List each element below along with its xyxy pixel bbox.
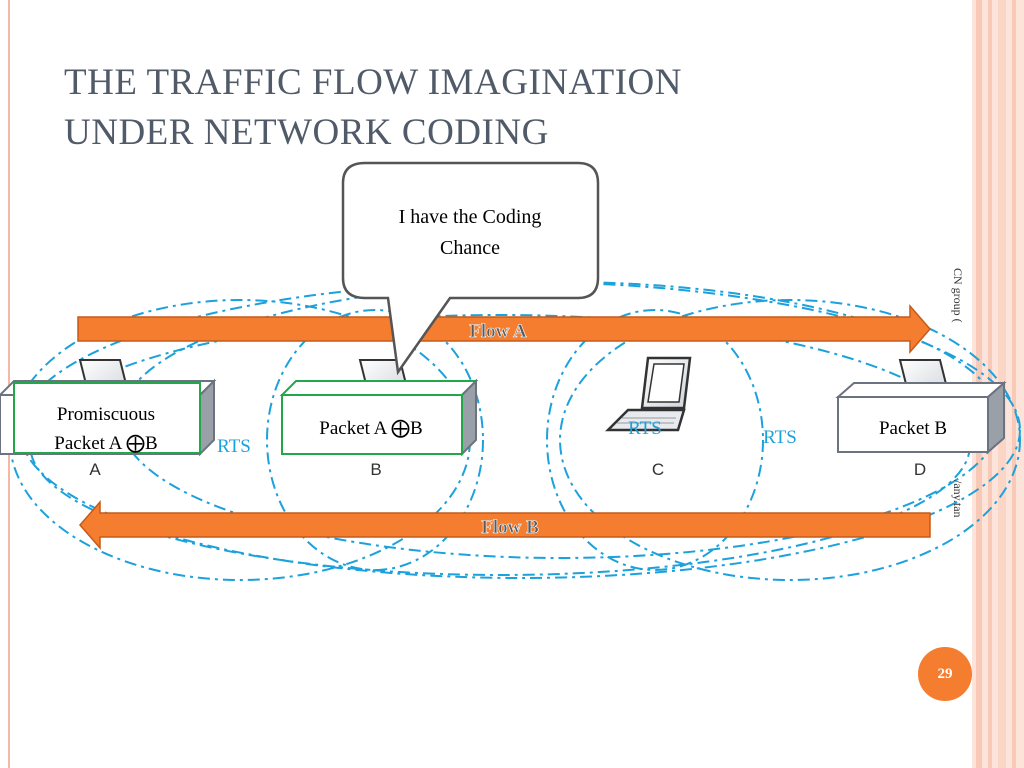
left-border-line	[8, 0, 10, 768]
callout-text-line1: I have the Coding	[399, 206, 542, 228]
laptop-c	[604, 356, 692, 432]
title-line-2: UNDER NETWORK CODING	[64, 112, 549, 153]
packet-b-text: Packet A ⨁B	[319, 418, 422, 439]
speech-callout	[341, 161, 600, 376]
packet-box-b	[279, 378, 479, 457]
packet-d-text: Packet B	[879, 418, 947, 439]
node-label-c: C	[652, 460, 664, 479]
side-text-top: CN group (	[951, 268, 965, 323]
flow-b-label: Flow B	[481, 517, 539, 538]
rts-label-near-a: RTS	[217, 436, 251, 457]
range-ellipse-b	[266, 309, 484, 571]
flow-a-arrow	[77, 303, 931, 355]
packet-a-text-line2: Packet A ⨁B	[54, 433, 157, 454]
rts-label-at-c: RTS	[628, 418, 662, 439]
node-label-d: D	[914, 460, 926, 479]
callout-text-line2: Chance	[440, 237, 500, 259]
side-text-bottom: /any.tan	[951, 480, 965, 518]
rts-label-near-d: RTS	[763, 427, 797, 448]
slide-title: THE TRAFFIC FLOW IMAGINATION UNDER NETWO…	[64, 58, 824, 158]
flow-b-arrow	[79, 499, 931, 551]
node-label-a: A	[89, 460, 101, 479]
node-label-b: B	[370, 460, 381, 479]
packet-box-d	[835, 380, 1007, 455]
range-ellipse-c	[546, 309, 764, 571]
packet-box-a	[0, 378, 217, 457]
packet-a-text-line1: Promiscuous	[57, 404, 155, 425]
page-number-badge: 29	[918, 647, 972, 701]
range-ellipse-d	[559, 299, 1021, 581]
flow-a-label: Flow A	[469, 321, 527, 342]
title-line-1: THE TRAFFIC FLOW IMAGINATION	[64, 62, 682, 103]
